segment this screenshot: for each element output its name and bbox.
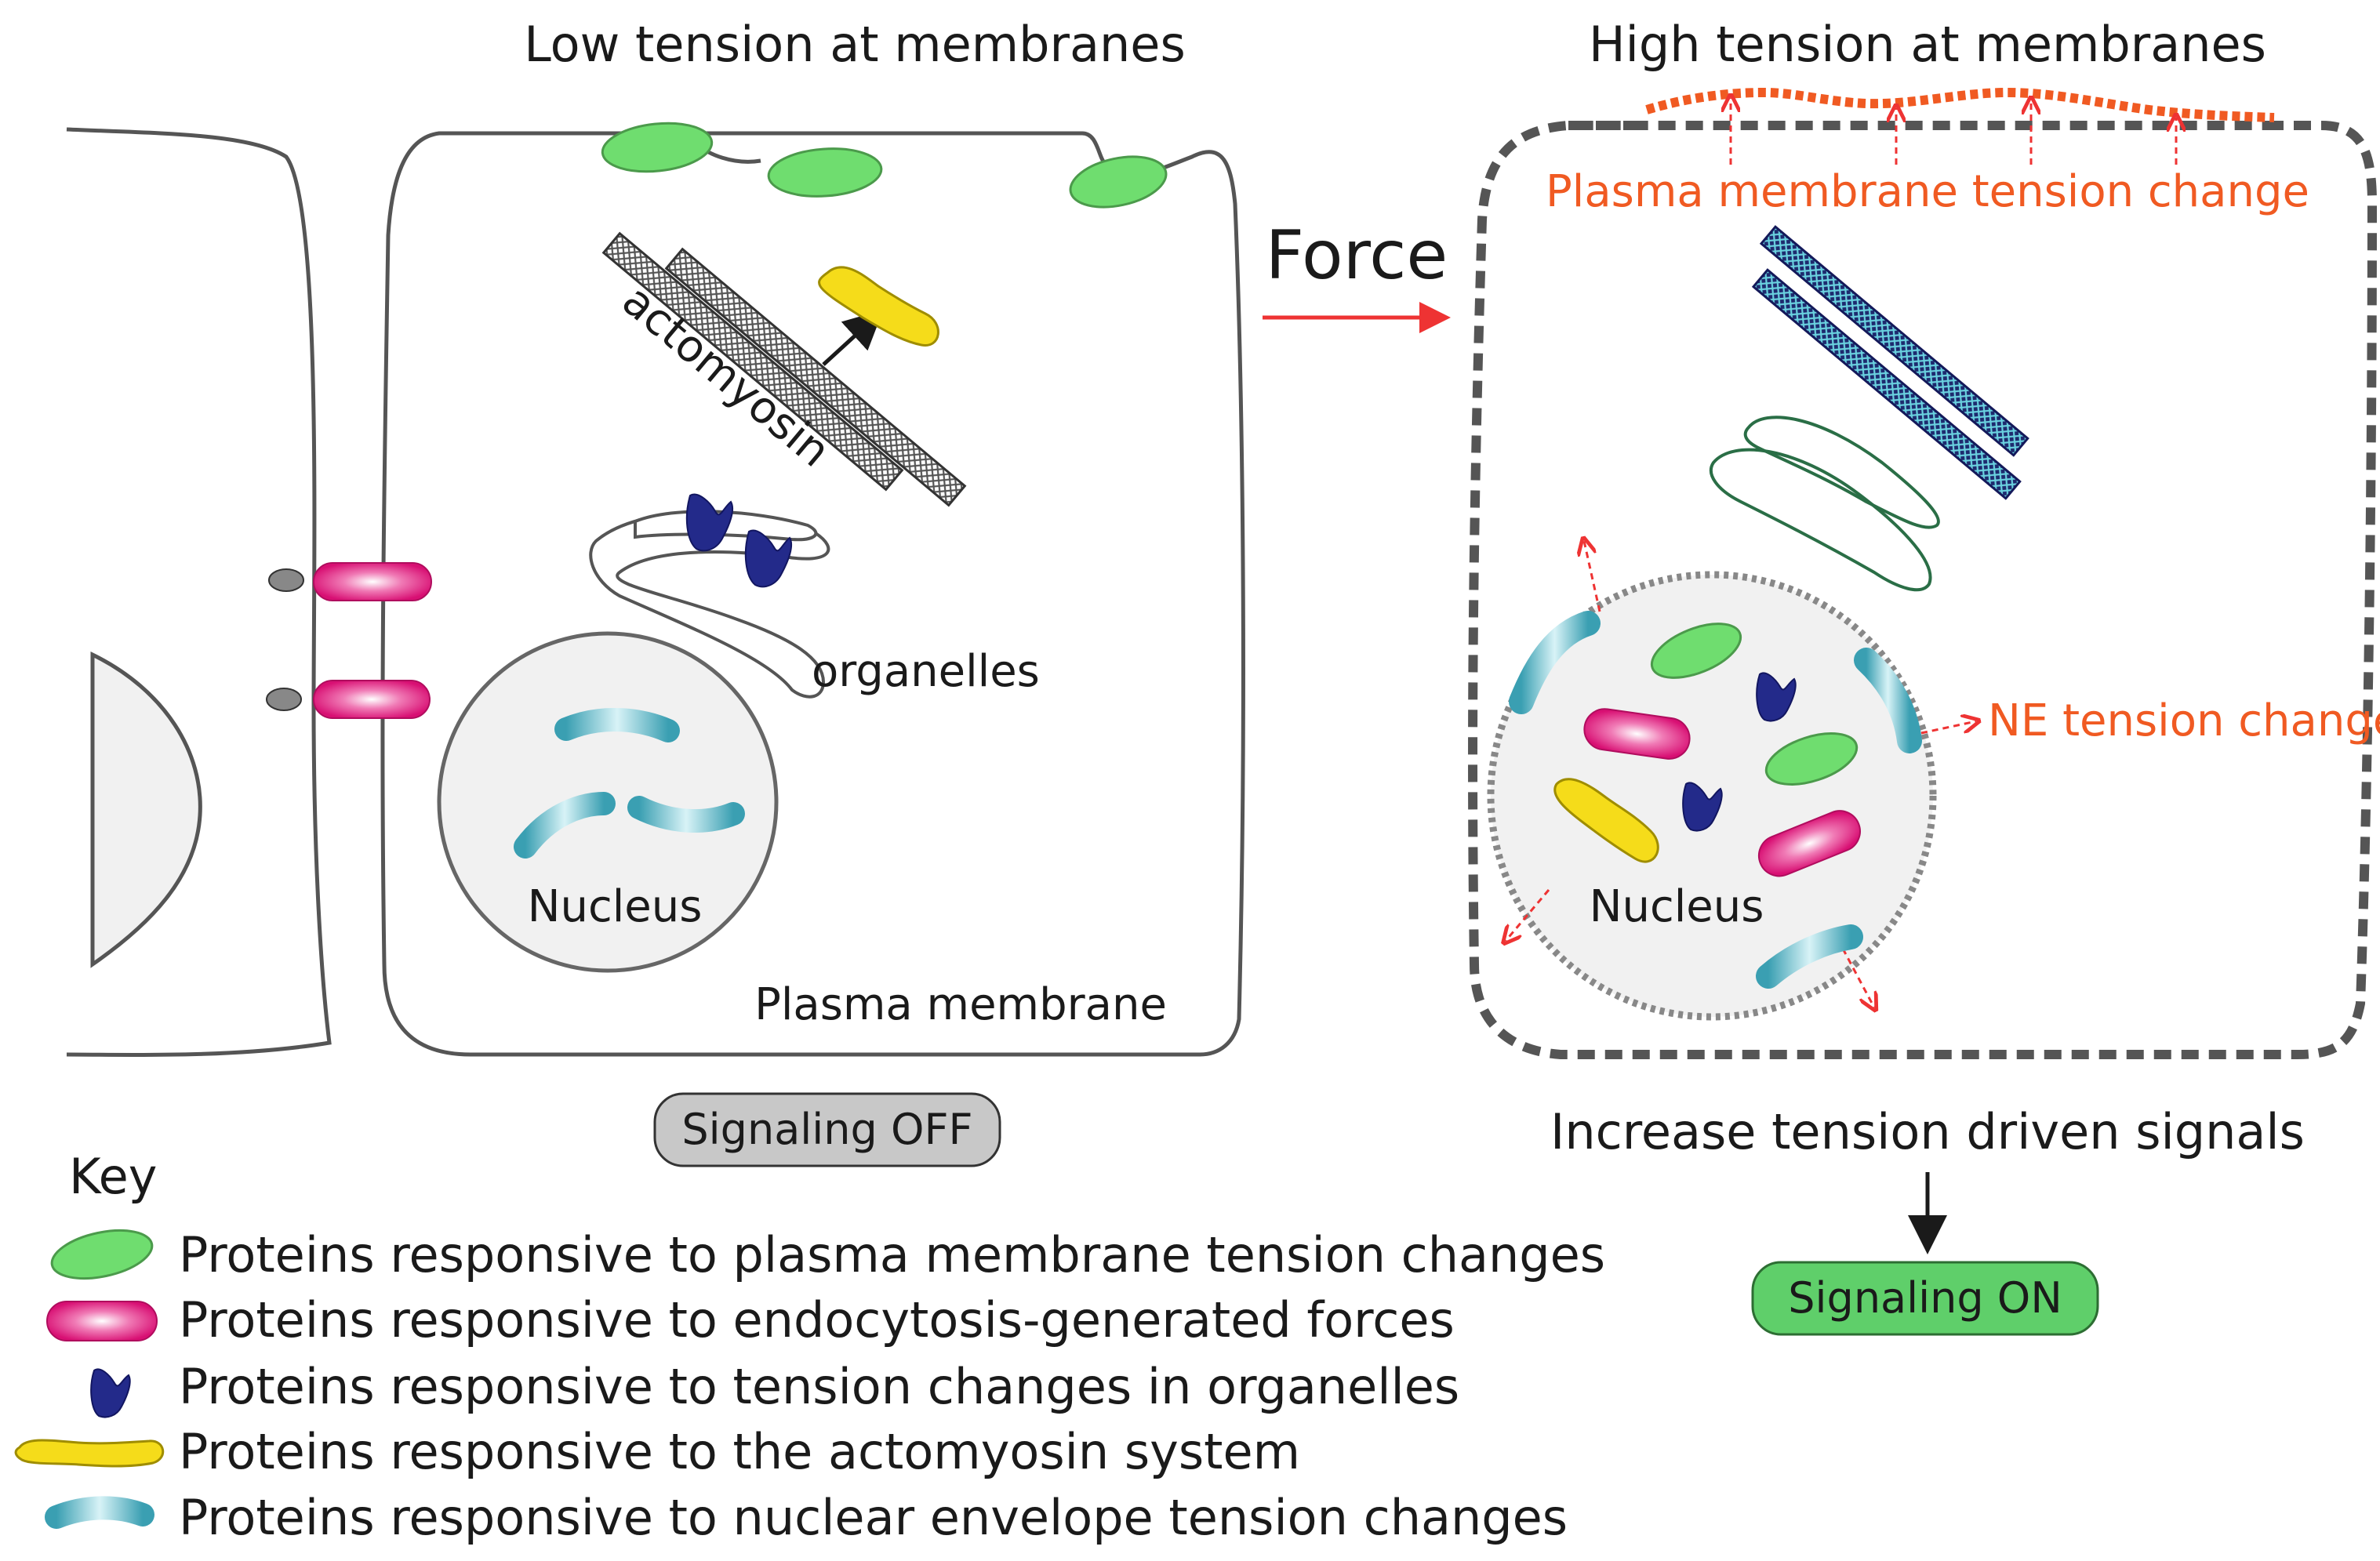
key-label-5: Proteins responsive to nuclear envelope …: [179, 1489, 1568, 1546]
plasma-membrane-label: Plasma membrane: [754, 979, 1167, 1030]
signaling-on-label: Signaling ON: [1788, 1273, 2062, 1323]
key-item-2: Proteins responsive to endocytosis-gener…: [46, 1291, 1455, 1349]
actomyosin-arrow: [822, 310, 884, 366]
organelles-label: organelles: [812, 646, 1040, 697]
key-item-5: Proteins responsive to nuclear envelope …: [45, 1489, 1568, 1546]
neighbor-cell-nucleus: [90, 651, 202, 968]
right-nucleus-label: Nucleus: [1590, 881, 1764, 932]
magenta-protein-nucleus-2: [1757, 810, 1861, 877]
green-protein-icon: [50, 1229, 154, 1280]
yellow-protein-icon: [14, 1439, 165, 1468]
key-label-1: Proteins responsive to plasma membrane t…: [179, 1226, 1605, 1283]
navy-protein-organelle-2: [744, 529, 793, 588]
navy-protein-nucleus-2: [1682, 782, 1723, 832]
green-protein-nucleus-2: [1764, 732, 1859, 786]
right-panel-title: High tension at membranes: [1589, 16, 2266, 73]
key-title: Key: [69, 1148, 157, 1205]
teal-protein-nucleus-3: [627, 796, 745, 833]
teal-protein-ne-1: [1509, 611, 1601, 714]
navy-protein-icon: [90, 1368, 131, 1418]
yellow-protein-nucleus: [1553, 778, 1659, 863]
teal-protein-nucleus-2: [514, 792, 616, 859]
navy-protein-nucleus-1: [1756, 672, 1797, 722]
teal-protein-nucleus-1: [554, 707, 680, 742]
teal-protein-ne-3: [1756, 924, 1863, 989]
key-item-3: Proteins responsive to tension changes i…: [90, 1358, 1459, 1418]
right-nucleus: [1487, 571, 1937, 1021]
green-protein-nucleus-1: [1650, 623, 1742, 679]
signaling-on-badge: Signaling ON: [1751, 1261, 2099, 1336]
green-protein-membrane-1: [601, 122, 714, 173]
teal-protein-icon: [45, 1496, 154, 1529]
right-membrane-tension-wave: [1645, 87, 2275, 122]
green-protein-membrane-2: [767, 147, 883, 198]
key-item-4: Proteins responsive to the actomyosin sy…: [14, 1423, 1300, 1480]
left-nucleus-label: Nucleus: [528, 881, 703, 932]
key-label-4: Proteins responsive to the actomyosin sy…: [179, 1423, 1300, 1480]
green-protein-membrane-3: [1069, 155, 1168, 209]
left-cell-plasma-membrane: [380, 131, 1245, 1057]
right-organelle-outer: [1709, 448, 1932, 592]
ne-tension-change-label: NE tension change: [1988, 695, 2380, 746]
actomyosin-bundle: [601, 231, 967, 507]
right-actomyosin-bundle: [1751, 225, 2029, 500]
magenta-protein-nucleus-1: [1583, 708, 1691, 760]
key-item-1: Proteins responsive to plasma membrane t…: [50, 1226, 1605, 1283]
key-label-3: Proteins responsive to tension changes i…: [179, 1358, 1459, 1415]
navy-protein-organelle-1: [685, 493, 734, 552]
signaling-off-badge: Signaling OFF: [653, 1092, 1001, 1167]
pm-tension-change-label: Plasma membrane tension change: [1546, 166, 2309, 217]
junction-protein-top: [268, 562, 432, 601]
magenta-protein-icon: [46, 1301, 158, 1341]
signaling-off-label: Signaling OFF: [681, 1105, 972, 1154]
right-organelle-inner: [1743, 416, 1940, 529]
ne-tension-arrows: [1506, 541, 1976, 1007]
junction-protein-bottom: [266, 680, 431, 719]
neighbor-cell-outline: [66, 127, 332, 1058]
force-label: Force: [1266, 216, 1448, 295]
right-cell-plasma-membrane: [1468, 121, 2378, 1059]
left-panel-title: Low tension at membranes: [524, 16, 1186, 73]
teal-protein-ne-2: [1854, 648, 1922, 753]
increase-tension-label: Increase tension driven signals: [1550, 1103, 2305, 1160]
yellow-protein-cell: [818, 266, 939, 347]
pm-tension-arrows: [1731, 98, 2176, 165]
key-label-2: Proteins responsive to endocytosis-gener…: [179, 1291, 1455, 1349]
